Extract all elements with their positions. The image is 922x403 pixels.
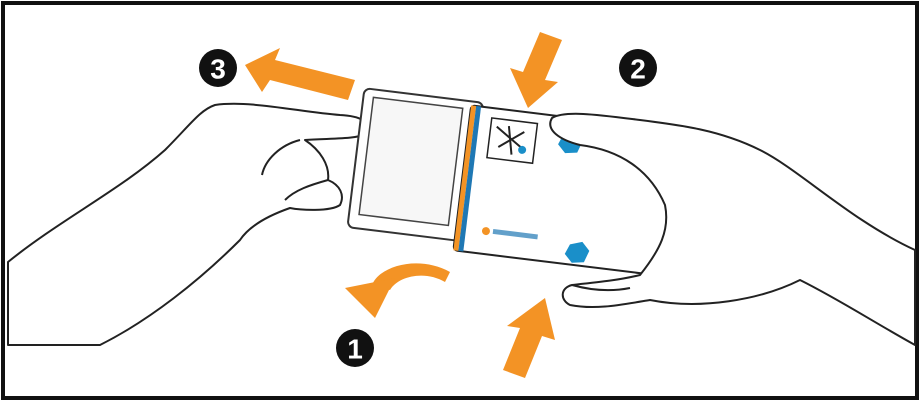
step-badge-1: 1: [336, 329, 374, 367]
grip-tab-bottom: [564, 241, 590, 263]
test-device: [347, 87, 696, 279]
step-badge-3: 3: [199, 49, 237, 87]
right-hand: [549, 112, 916, 346]
step-2-arrow-down: [510, 32, 562, 108]
step-2-arrow-up: [503, 298, 555, 378]
orange-stripe: [453, 105, 477, 251]
step-number-1: 1: [347, 334, 363, 365]
step-badge-2: 2: [619, 49, 657, 87]
blue-stripe: [458, 105, 482, 252]
step-number-2: 2: [630, 54, 646, 85]
device-insert: [358, 96, 464, 227]
left-hand: [7, 102, 370, 346]
step-3-arrow: [245, 48, 355, 100]
brand-logo: [481, 227, 490, 236]
step-1-curved-arrow: [345, 263, 450, 318]
step-number-3: 3: [210, 54, 226, 85]
